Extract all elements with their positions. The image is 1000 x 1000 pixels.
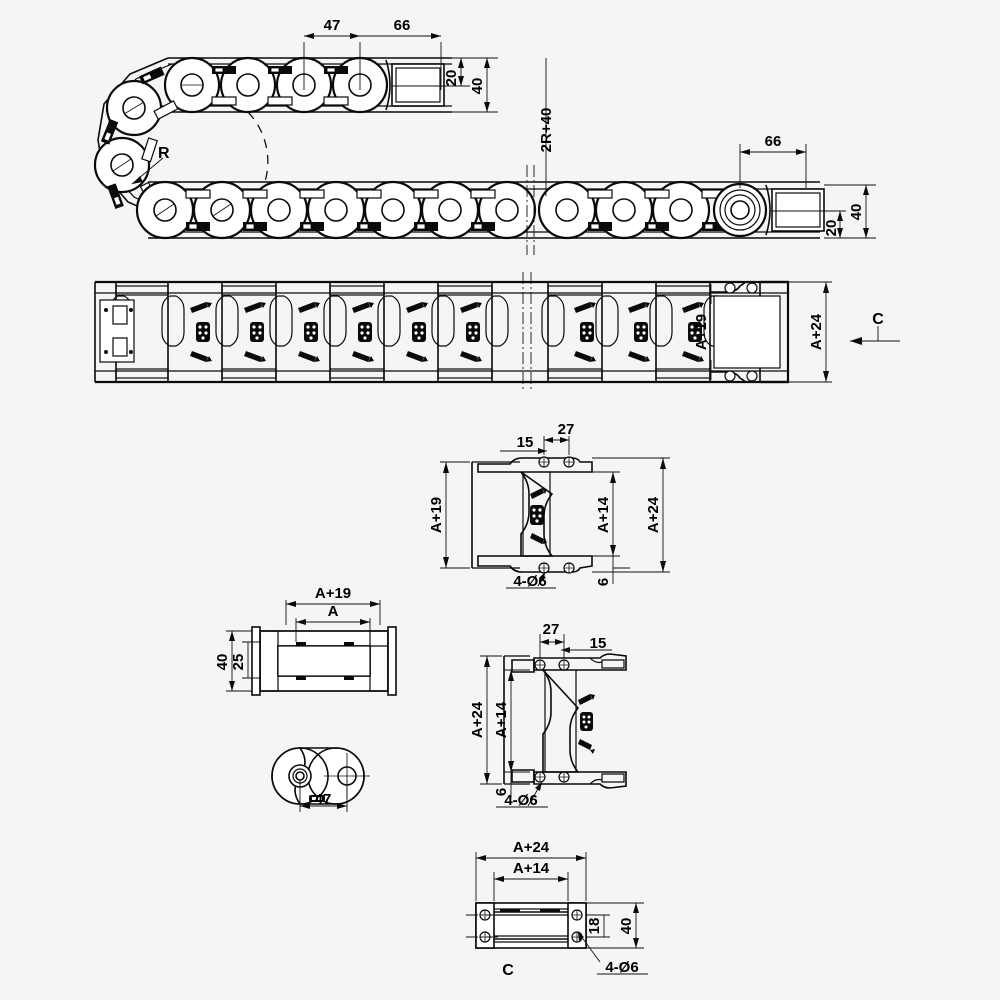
link-logo-mark xyxy=(530,505,544,525)
dim-a24-sectionc: A+24 xyxy=(513,839,550,856)
dim-end-66: 66 xyxy=(765,133,782,150)
link-roller xyxy=(105,79,163,137)
dim-20: 20 xyxy=(443,70,460,87)
dim-40-sectionc: 40 xyxy=(618,918,635,935)
link-side-detail-view: 27 15 A+19 A+14 xyxy=(428,421,670,590)
dim-pitch-group: 47 66 xyxy=(303,17,442,90)
dim-a14-sectionc: A+14 xyxy=(513,860,550,877)
dim-47-pin: 47 xyxy=(315,791,332,808)
dim-bend-radius: R xyxy=(158,145,170,162)
dim-mirror-a14: A+14 xyxy=(493,669,530,773)
dim-66: 66 xyxy=(394,17,411,34)
dim-a19: A+19 xyxy=(693,314,710,350)
plan-left-end-bracket xyxy=(99,299,135,363)
dim-15: 15 xyxy=(517,434,534,451)
dim-a14-mirror: A+14 xyxy=(493,701,510,738)
dim-40-crossbar: 40 xyxy=(214,654,231,671)
dim-crossbar-a-label: A xyxy=(328,603,339,620)
dim-detail-6: 6 xyxy=(595,556,630,586)
dim-6-mirror: 6 xyxy=(493,788,510,796)
link-roller xyxy=(537,180,597,240)
link-roller xyxy=(163,56,221,114)
callout-4-dia-6-mirror: 4-Ø6 xyxy=(496,781,548,809)
section-arrow-c: C xyxy=(850,311,900,345)
section-c-label: C xyxy=(502,962,514,979)
dim-plan-a19: A+19 xyxy=(693,284,712,380)
link-roller xyxy=(93,136,151,194)
dim-end-20: 20 xyxy=(823,220,840,237)
dim-stack-height: 2R+40 xyxy=(538,58,555,196)
dim-6: 6 xyxy=(595,578,612,586)
link-logo-mark xyxy=(309,795,325,802)
dim-crossbar-a19: A+19 xyxy=(285,585,381,625)
mount-hole-icon xyxy=(538,456,575,574)
link-mirrored-detail-view: 27 15 A+24 A+14 6 xyxy=(469,621,627,809)
dim-end-group: 66 20 40 xyxy=(739,133,876,239)
section-c-view: A+24 A+14 18 40 xyxy=(466,839,648,979)
link-logo-mark xyxy=(580,712,593,731)
label-4-dia-6-mirror: 4-Ø6 xyxy=(504,792,537,809)
side-elevation-view: R xyxy=(93,17,876,255)
dim-27-mirror: 27 xyxy=(543,621,560,638)
dim-18: 18 xyxy=(586,918,603,935)
link-arrow-mark xyxy=(578,694,595,754)
dim-mirror-6: 6 xyxy=(493,772,512,798)
plan-link-cells xyxy=(109,282,761,382)
dim-a14: A+14 xyxy=(595,496,612,533)
dim-mirror-a24: A+24 xyxy=(469,655,502,785)
mount-hole-icon xyxy=(534,659,570,783)
dim-sectionc-a24: A+24 xyxy=(475,839,587,901)
dim-pin-47: 47 xyxy=(299,780,348,812)
pin-link-detail-view: 47 xyxy=(271,747,370,812)
dim-sectionc-a14: A+14 xyxy=(493,860,569,901)
dim-detail-a14: A+14 xyxy=(592,471,620,557)
break-line-elevation xyxy=(526,165,535,255)
dim-crossbar-a19-label: A+19 xyxy=(315,585,351,602)
link-arrow-mark xyxy=(530,488,547,544)
dim-plan-a24: A+24 xyxy=(788,281,832,383)
callout-4-dia-6-sectionc: 4-Ø6 xyxy=(577,931,648,976)
crossbar-section-view: A+19 A 40 25 xyxy=(214,585,397,696)
upper-run-links xyxy=(160,56,452,114)
dim-47: 47 xyxy=(324,17,341,34)
dim-end-40: 40 xyxy=(848,204,865,221)
dim-a24-mirror: A+24 xyxy=(469,701,486,738)
label-4-dia-6-sectionc: 4-Ø6 xyxy=(605,959,638,976)
dim-height-group: 20 40 xyxy=(392,57,498,113)
dim-15-mirror: 15 xyxy=(590,635,607,652)
link-logo-mark xyxy=(196,322,702,342)
dim-2R40: 2R+40 xyxy=(538,108,555,153)
label-4-dia-6: 4-Ø6 xyxy=(513,573,546,590)
dim-a24: A+24 xyxy=(808,313,825,350)
lower-run-links xyxy=(135,180,825,240)
link-arrow-mark xyxy=(190,302,704,362)
dim-sectionc-18: 18 xyxy=(586,914,610,938)
section-label-c: C xyxy=(872,311,884,328)
dim-crossbar-25: 25 xyxy=(230,641,260,679)
link-roller xyxy=(135,180,195,240)
plan-right-end-bracket xyxy=(710,280,790,384)
dim-detail-27-15: 27 15 xyxy=(500,421,574,455)
dim-25: 25 xyxy=(230,654,247,671)
dim-detail-a24: A+24 xyxy=(592,457,670,573)
dim-a19-detail: A+19 xyxy=(428,497,445,533)
break-line-plan xyxy=(522,272,532,392)
dim-mirror-27-15: 27 15 xyxy=(539,621,612,658)
dim-sectionc-40: 40 xyxy=(586,902,644,949)
plan-view: A+19 A+24 C xyxy=(94,272,900,392)
dim-crossbar-a: A xyxy=(295,603,371,642)
dim-crossbar-40: 40 xyxy=(214,630,252,692)
dim-40: 40 xyxy=(469,78,486,95)
dim-detail-a19: A+19 xyxy=(428,461,470,569)
dim-27: 27 xyxy=(558,421,575,438)
dim-a24-detail: A+24 xyxy=(645,496,662,533)
end-mount-boss xyxy=(712,182,768,238)
callout-4-dia-6: 4-Ø6 xyxy=(506,571,556,590)
